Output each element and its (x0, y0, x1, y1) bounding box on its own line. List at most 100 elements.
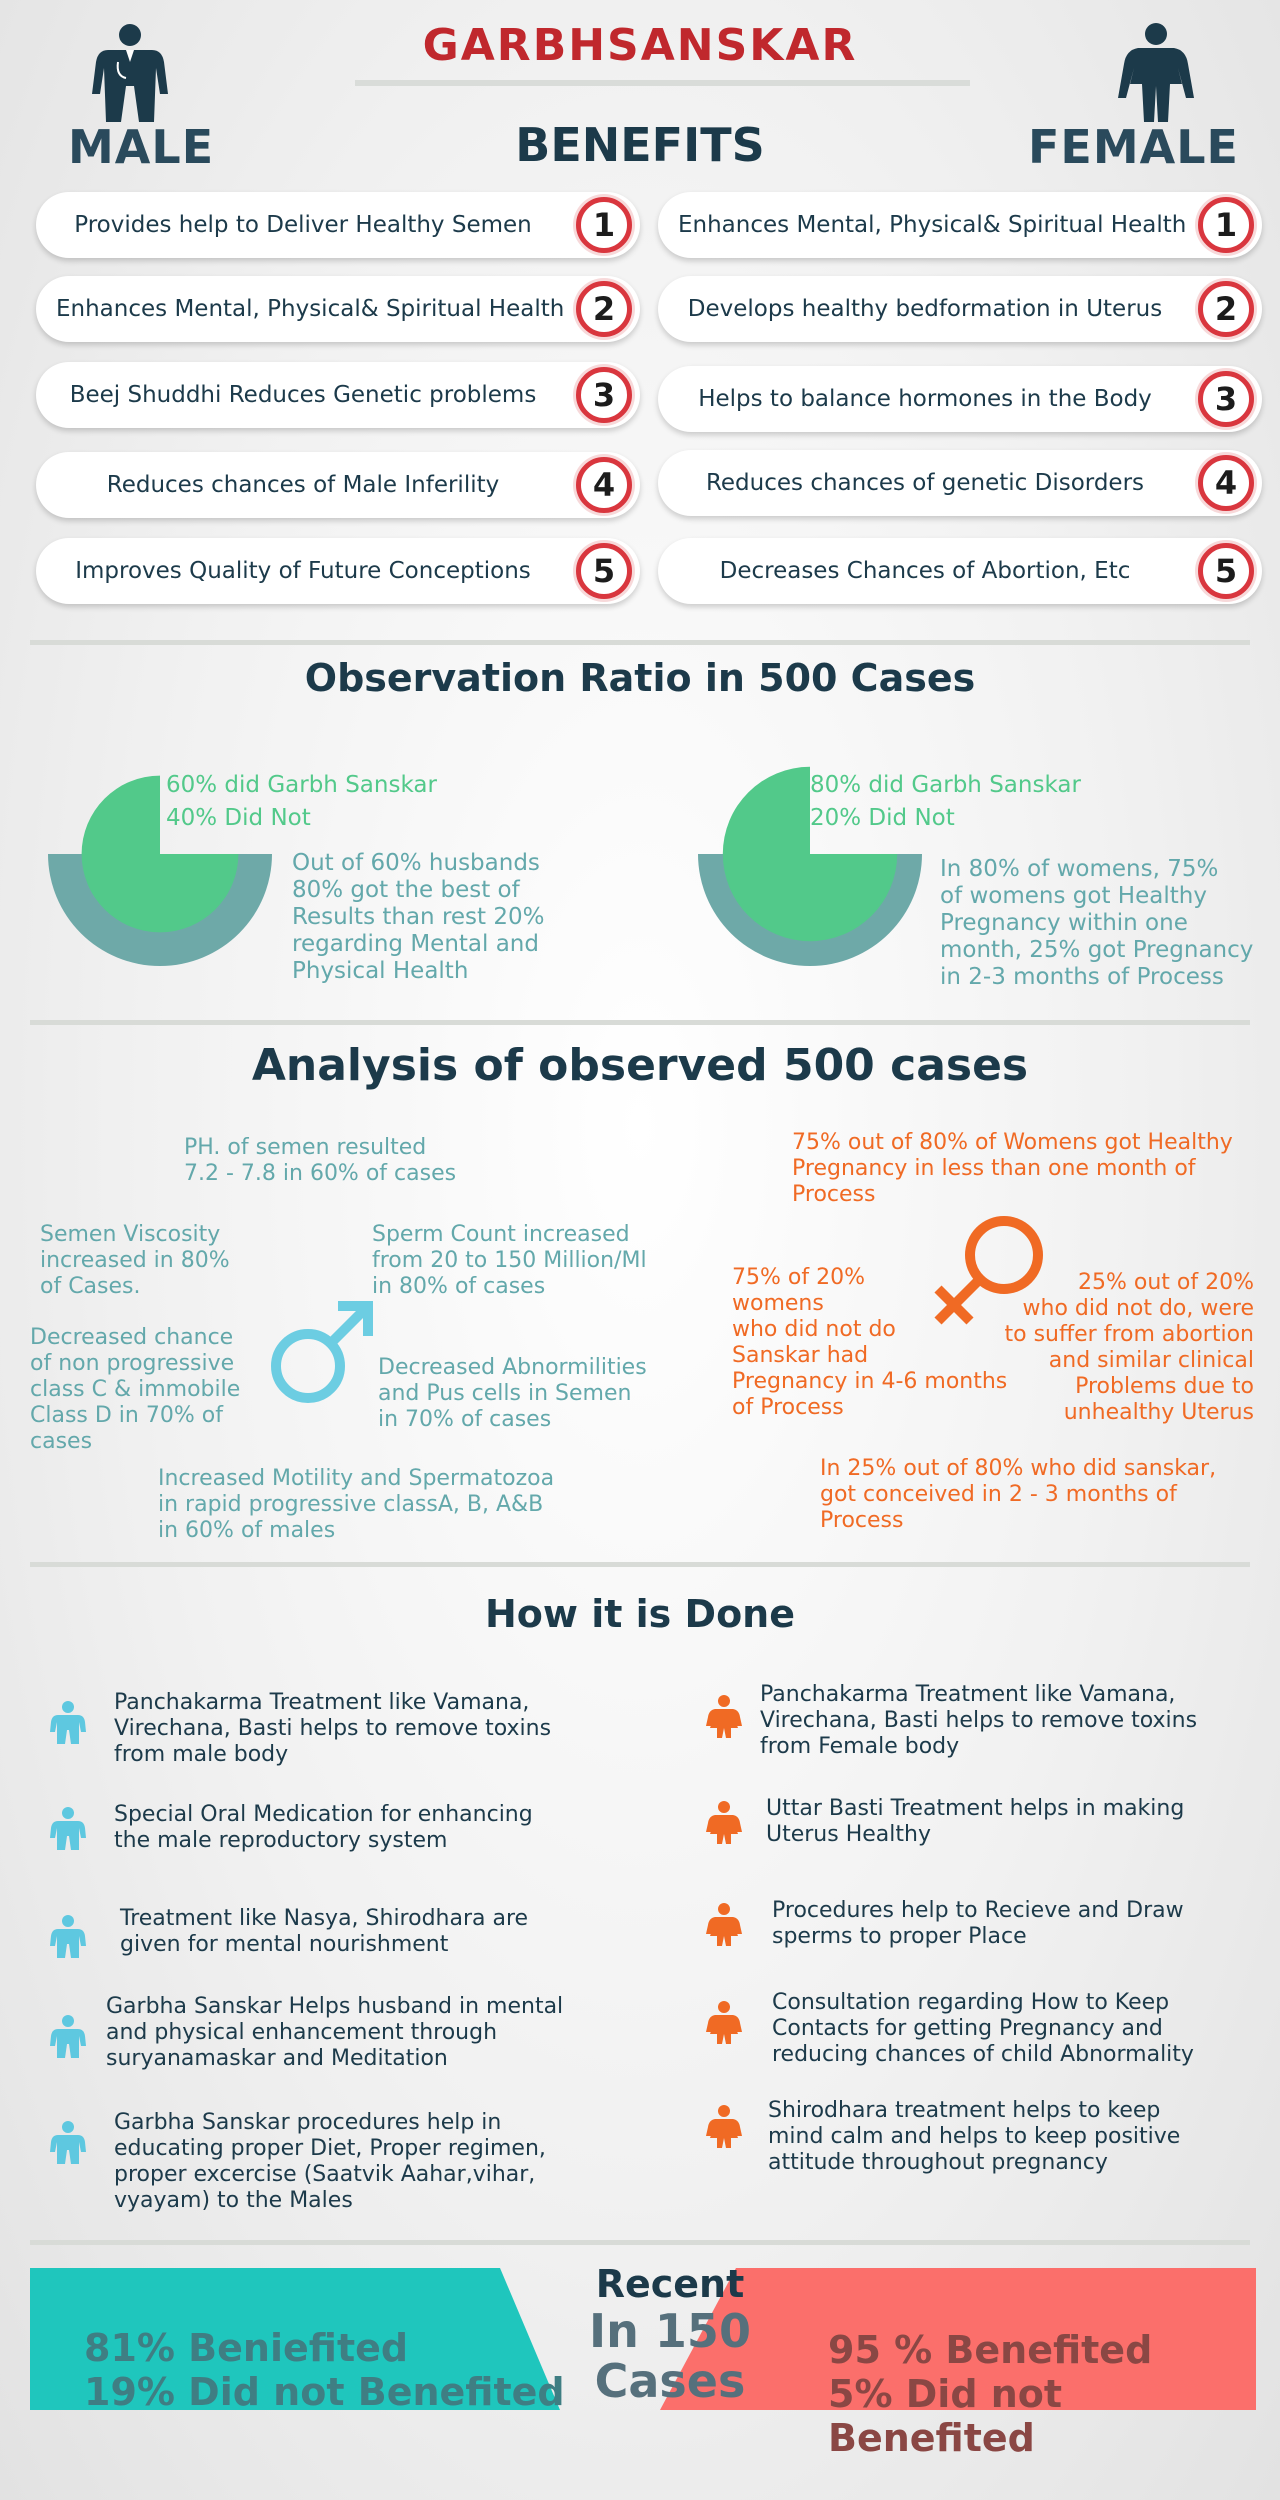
female-banner-bg (660, 2268, 1256, 2410)
recent-stat-line: 81% Beniefited (84, 2326, 409, 2370)
analysis-line: 75% of 20% (732, 1265, 865, 1290)
analysis-line: in rapid progressive classA, B, A&B (158, 1492, 544, 1517)
male-person-icon (50, 1915, 86, 1958)
male-how-item: Garbha Sanskar Helps husband in mental a… (106, 1994, 563, 2072)
female-symbol-icon (934, 1216, 1043, 1325)
analysis-line: 75% out of 80% of Womens got Healthy (792, 1130, 1233, 1155)
recent-title-line: Cases (594, 2354, 746, 2408)
male-how-item: Treatment like Nasya, Shirodhara are giv… (120, 1906, 528, 1958)
recent-stat-line: 95 % Benefited (828, 2328, 1153, 2372)
how-line: proper excercise (Saatvik Aahar,vihar, (114, 2162, 536, 2187)
how-line: and physical enhancement through (106, 2020, 498, 2045)
desc-line: of womens got Healthy (940, 883, 1207, 909)
female-recent-stats: 95 % Benefited 5% Did not Benefited (828, 2328, 1280, 2460)
how-line: attitude throughout pregnancy (768, 2150, 1108, 2175)
male-observation-desc: Out of 60% husbands 80% got the best of … (292, 850, 544, 985)
section-divider (30, 1562, 1250, 1567)
male-figure-icon (92, 24, 168, 122)
analysis-line: Sanskar had (732, 1343, 869, 1368)
male-how-item: Special Oral Medication for enhancing th… (114, 1802, 533, 1854)
male-benefit-item: Improves Quality of Future Conceptions 5 (36, 538, 640, 604)
analysis-progressive: Decreased chance of non progressive clas… (30, 1325, 240, 1455)
male-symbol-icon (271, 1301, 373, 1403)
benefit-number-badge: 2 (576, 281, 632, 337)
analysis-line: unhealthy Uterus (1063, 1400, 1254, 1425)
analysis-line: in 80% of cases (372, 1274, 546, 1299)
how-line: mind calm and helps to keep positive (768, 2124, 1181, 2149)
analysis-abnormalities: Decreased Abnormilities and Pus cells in… (378, 1355, 647, 1433)
female-observation-desc: In 80% of womens, 75% of womens got Heal… (940, 856, 1253, 991)
analysis-line: Pregnancy in 4-6 months (732, 1369, 1008, 1394)
female-heading: FEMALE (1028, 120, 1239, 174)
desc-line: 80% got the best of (292, 877, 520, 903)
how-line: vyayam) to the Males (114, 2188, 353, 2213)
benefit-number-badge: 4 (1198, 455, 1254, 511)
analysis-line: in 70% of cases (378, 1407, 552, 1432)
desc-line: regarding Mental and (292, 931, 539, 957)
female-observation-did: 80% did Garbh Sanskar (810, 772, 1081, 798)
female-person-icon (706, 1695, 742, 1738)
female-benefit-item: Enhances Mental, Physical& Spiritual Hea… (658, 192, 1262, 258)
female-observation-donut (698, 766, 922, 966)
recent-title-line: Recent (595, 2262, 745, 2306)
section-divider (30, 2240, 1250, 2245)
how-line: Panchakarma Treatment like Vamana, (760, 1682, 1176, 1707)
analysis-line: increased in 80% (40, 1248, 230, 1273)
desc-line: Out of 60% husbands (292, 850, 540, 876)
benefit-text: Reduces chances of Male Inferility (106, 472, 500, 498)
desc-line: In 80% of womens, 75% (940, 856, 1219, 882)
analysis-line: Process (820, 1508, 904, 1533)
how-line: educating proper Diet, Proper regimen, (114, 2136, 546, 2161)
benefit-text: Beej Shuddhi Reduces Genetic problems (69, 382, 537, 408)
observation-heading: Observation Ratio in 500 Cases (304, 656, 976, 700)
analysis-line: Decreased chance (30, 1325, 234, 1350)
benefit-text: Enhances Mental, Physical& Spiritual Hea… (678, 212, 1187, 238)
analysis-sperm-count: Sperm Count increased from 20 to 150 Mil… (372, 1222, 647, 1300)
analysis-line: Class D in 70% of (30, 1403, 223, 1428)
benefit-number-badge: 1 (576, 197, 632, 253)
how-line: Treatment like Nasya, Shirodhara are (120, 1906, 529, 1931)
male-did-quarter (81, 775, 239, 933)
analysis-line: of Process (732, 1395, 844, 1420)
how-line: the male reproductory system (114, 1828, 448, 1853)
how-line: Shirodhara treatment helps to keep (768, 2098, 1161, 2123)
how-line: suryanamaskar and Meditation (106, 2046, 448, 2071)
male-benefit-item: Enhances Mental, Physical& Spiritual Hea… (36, 276, 640, 342)
female-benefit-item: Decreases Chances of Abortion, Etc 5 (658, 538, 1262, 604)
desc-line: Results than rest 20% (292, 904, 545, 930)
analysis-female-conceived: In 25% out of 80% who did sanskar, got c… (820, 1456, 1216, 1534)
analysis-line: Sperm Count increased (372, 1222, 630, 1247)
analysis-line: In 25% out of 80% who did sanskar, (820, 1456, 1217, 1481)
recent-stat-line: 19% Did not Benefited (84, 2370, 565, 2414)
analysis-line: Pregnancy in less than one month of (792, 1156, 1196, 1181)
male-heading: MALE (68, 120, 215, 174)
benefit-text: Improves Quality of Future Conceptions (75, 558, 531, 584)
analysis-heading: Analysis of observed 500 cases (251, 1040, 1029, 1091)
female-how-item: Panchakarma Treatment like Vamana, Virec… (760, 1682, 1197, 1760)
benefit-text: Enhances Mental, Physical& Spiritual Hea… (56, 296, 565, 322)
how-line: Panchakarma Treatment like Vamana, (114, 1690, 530, 1715)
female-benefit-item: Develops healthy bedformation in Uterus … (658, 276, 1262, 342)
female-observation-did-not: 20% Did Not (810, 805, 955, 831)
analysis-line: of Cases. (40, 1274, 141, 1299)
analysis-viscosity: Semen Viscosity increased in 80% of Case… (40, 1222, 230, 1300)
benefit-text: Helps to balance hormones in the Body (698, 386, 1152, 412)
how-line: Garbha Sanskar procedures help in (114, 2110, 502, 2135)
analysis-line: to suffer from abortion (1004, 1322, 1255, 1347)
how-line: Contacts for getting Pregnancy and (772, 2016, 1163, 2041)
analysis-line: class C & immobile (30, 1377, 241, 1402)
analysis-line: Process (792, 1182, 876, 1207)
recent-banner (30, 2268, 1256, 2410)
female-benefit-item: Reduces chances of genetic Disorders 4 (658, 450, 1262, 516)
female-person-icon (706, 1801, 742, 1844)
male-how-item: Garbha Sanskar procedures help in educat… (114, 2110, 546, 2214)
analysis-motility: Increased Motility and Spermatozoa in ra… (158, 1466, 554, 1544)
benefit-text: Develops healthy bedformation in Uterus (687, 296, 1163, 322)
benefit-number-badge: 4 (576, 457, 632, 513)
female-person-icon (706, 1903, 742, 1946)
how-line: Uttar Basti Treatment helps in making (766, 1796, 1185, 1821)
benefit-text: Decreases Chances of Abortion, Etc (719, 558, 1131, 584)
benefit-number-badge: 5 (576, 543, 632, 599)
benefits-heading: BENEFITS (515, 118, 765, 172)
recent-title: Recent In 150 Cases (540, 2262, 800, 2406)
